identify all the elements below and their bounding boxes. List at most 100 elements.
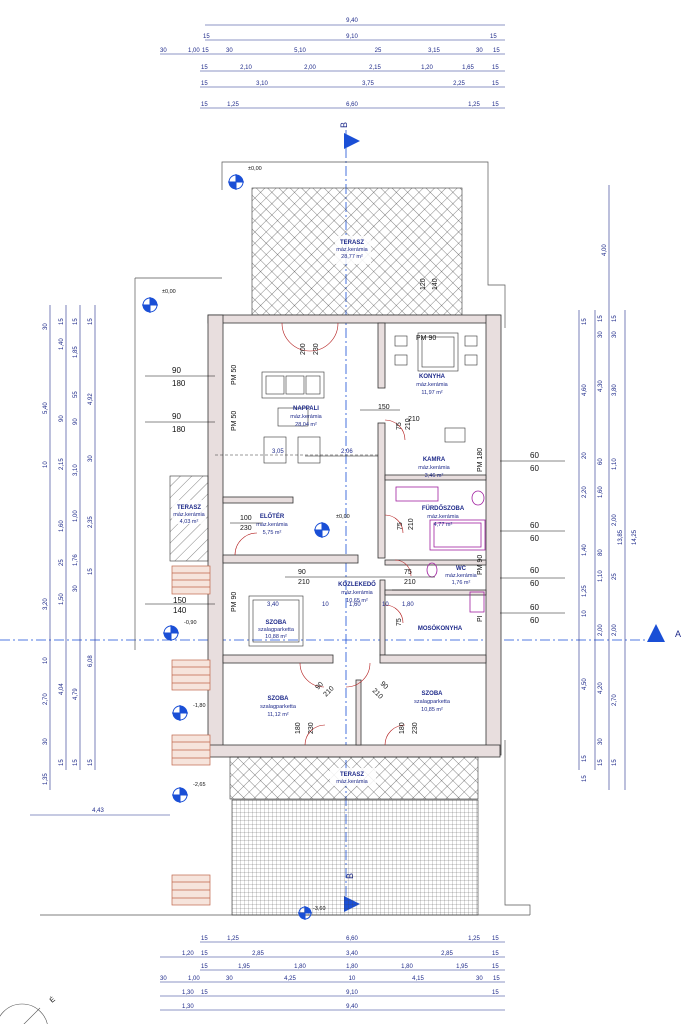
dim-text: 15 bbox=[201, 65, 208, 71]
inner-dim: 2,06 bbox=[341, 449, 353, 455]
terrace-left: TERASZ máz.kerámia 4,03 m² bbox=[169, 475, 209, 562]
top-dim-row2: 15 9,10 15 bbox=[203, 34, 497, 40]
dim-text: 14,25 bbox=[632, 529, 638, 545]
room-finish: máz.kerámia bbox=[445, 573, 477, 579]
right-dim-col4: 4,00 13,85 bbox=[602, 244, 624, 545]
bathroom-fixtures bbox=[395, 486, 486, 613]
room-finish: máz.kerámia bbox=[341, 590, 373, 596]
dim-text: 30 bbox=[598, 738, 604, 745]
room-area: 28,04 m² bbox=[295, 422, 317, 428]
top-dimension-chains bbox=[160, 24, 505, 109]
room-area: 10,85 m² bbox=[421, 707, 443, 713]
top-dim-row3: 30 1,00 15 30 5,10 25 3,15 30 15 bbox=[160, 48, 500, 54]
stairs bbox=[171, 565, 211, 906]
elevation-markers: ±0,00 ±0,00 ±0,00 -0,90 -1,80 bbox=[142, 166, 350, 920]
dim-text: 25 bbox=[59, 559, 65, 566]
axis-a-marker: A bbox=[647, 624, 681, 642]
bottom-dimension-chains bbox=[160, 941, 505, 1011]
room-name: SZOBA bbox=[266, 620, 288, 626]
pm-label: PI bbox=[477, 615, 484, 622]
dim-text: 2,85 bbox=[252, 951, 264, 957]
dim-text: 20 bbox=[582, 452, 588, 459]
dim-text: 15 bbox=[201, 964, 208, 970]
room-area: 28,77 m² bbox=[341, 254, 363, 260]
room-finish: máz.kerámia bbox=[418, 465, 450, 471]
dim-text: 15 bbox=[88, 318, 94, 325]
door-label: 210 bbox=[408, 416, 420, 423]
dim-text: 2,15 bbox=[59, 458, 65, 470]
elevation-marker: ±0,00 bbox=[314, 514, 350, 538]
room-finish: máz.kerámia bbox=[336, 247, 368, 253]
door-label: 140 bbox=[432, 278, 439, 290]
door-label: 230 bbox=[240, 525, 252, 532]
opening-text: 60 bbox=[530, 603, 539, 612]
room-konyha: KONYHA máz.kerámia 11,97 m² bbox=[416, 374, 448, 396]
top-dim-row5: 15 3,10 3,75 2,25 15 bbox=[201, 81, 499, 87]
room-area: 4,03 m² bbox=[180, 519, 199, 525]
dim-text: 1,25 bbox=[227, 936, 239, 942]
section-arrow-icon bbox=[344, 133, 360, 149]
dim-text: 15 bbox=[598, 315, 604, 322]
dim-text: 1,50 bbox=[59, 593, 65, 605]
inner-dim: 1,60 bbox=[349, 602, 361, 608]
dim-text: 15 bbox=[582, 755, 588, 762]
dim-text: 1,80 bbox=[294, 964, 306, 970]
dim-text: 30 bbox=[160, 48, 167, 54]
dim-text: 3,20 bbox=[43, 598, 49, 610]
room-furdoszoba: FÜRDŐSZOBA máz.kerámia 4,77 m² bbox=[422, 505, 465, 528]
dim-text: 1,20 bbox=[421, 65, 433, 71]
room-finish: máz.kerámia bbox=[290, 414, 322, 420]
door-label: 230 bbox=[308, 722, 315, 734]
room-name: NAPPALI bbox=[293, 406, 319, 412]
dim-text: 1,80 bbox=[346, 964, 358, 970]
dim-text: 3,10 bbox=[73, 464, 79, 476]
dim-text: 15 bbox=[203, 34, 210, 40]
dim-text: 9,10 bbox=[346, 990, 358, 996]
room-finish: szalagparketta bbox=[260, 704, 297, 710]
dim-text: 4,04 bbox=[59, 683, 65, 695]
left-dimension-chains bbox=[30, 305, 170, 816]
dim-text: 9,10 bbox=[346, 34, 358, 40]
dim-text: 80 bbox=[598, 549, 604, 556]
opening-text: 60 bbox=[530, 464, 539, 473]
dim-text: 30 bbox=[43, 738, 49, 745]
dim-text: 15 bbox=[492, 964, 499, 970]
right-dim-col3: 15 30 3,80 1,10 2,00 25 2,00 2,70 15 bbox=[612, 315, 618, 766]
bottom-dim-row4: 30 1,00 30 4,25 10 4,15 30 15 bbox=[160, 976, 500, 982]
dim-text: 2,00 bbox=[612, 624, 618, 636]
door-label: 90 bbox=[379, 680, 390, 691]
right-dim-col5: 14,25 bbox=[632, 529, 638, 545]
inner-dim: 3,40 bbox=[267, 602, 279, 608]
room-szoba-3: SZOBA szalagparketta 10,85 m² bbox=[414, 691, 451, 713]
room-szoba-1: SZOBA szalagparketta 10,88 m² bbox=[258, 620, 295, 640]
room-name: KAMRA bbox=[423, 457, 446, 463]
elevation-text: -2,65 bbox=[193, 782, 206, 788]
door-label: 180 bbox=[295, 722, 302, 734]
dim-text: 15 bbox=[59, 318, 65, 325]
dim-text: 3,80 bbox=[612, 384, 618, 396]
dim-text: 1,30 bbox=[182, 1004, 194, 1010]
elevation-text: ±0,00 bbox=[162, 289, 176, 295]
opening-text: 60 bbox=[530, 521, 539, 530]
door-label: 210 bbox=[322, 685, 335, 698]
room-name: FÜRDŐSZOBA bbox=[422, 505, 465, 512]
dim-text: 3,10 bbox=[256, 81, 268, 87]
right-dimension-chains bbox=[578, 185, 626, 790]
dim-text: 1,65 bbox=[462, 65, 474, 71]
dim-text: 90 bbox=[73, 418, 79, 425]
elevation-text: -1,80 bbox=[193, 703, 206, 709]
compass-icon bbox=[0, 1003, 48, 1024]
dim-text: 9,40 bbox=[346, 1004, 358, 1010]
dim-text: 15 bbox=[493, 48, 500, 54]
dim-text: 30 bbox=[160, 976, 167, 982]
room-area: 1,76 m² bbox=[452, 580, 471, 586]
dim-text: 3,75 bbox=[362, 81, 374, 87]
dim-text: 15 bbox=[582, 318, 588, 325]
opening-text: 60 bbox=[530, 579, 539, 588]
axis-b-top-marker: B bbox=[339, 122, 360, 149]
dim-text: 30 bbox=[476, 976, 483, 982]
dim-text: 2,25 bbox=[453, 81, 465, 87]
dim-text: 15 bbox=[201, 81, 208, 87]
terrace-bottom: TERASZ máz.kerámia bbox=[229, 756, 479, 916]
dim-text: 1,25 bbox=[227, 102, 239, 108]
